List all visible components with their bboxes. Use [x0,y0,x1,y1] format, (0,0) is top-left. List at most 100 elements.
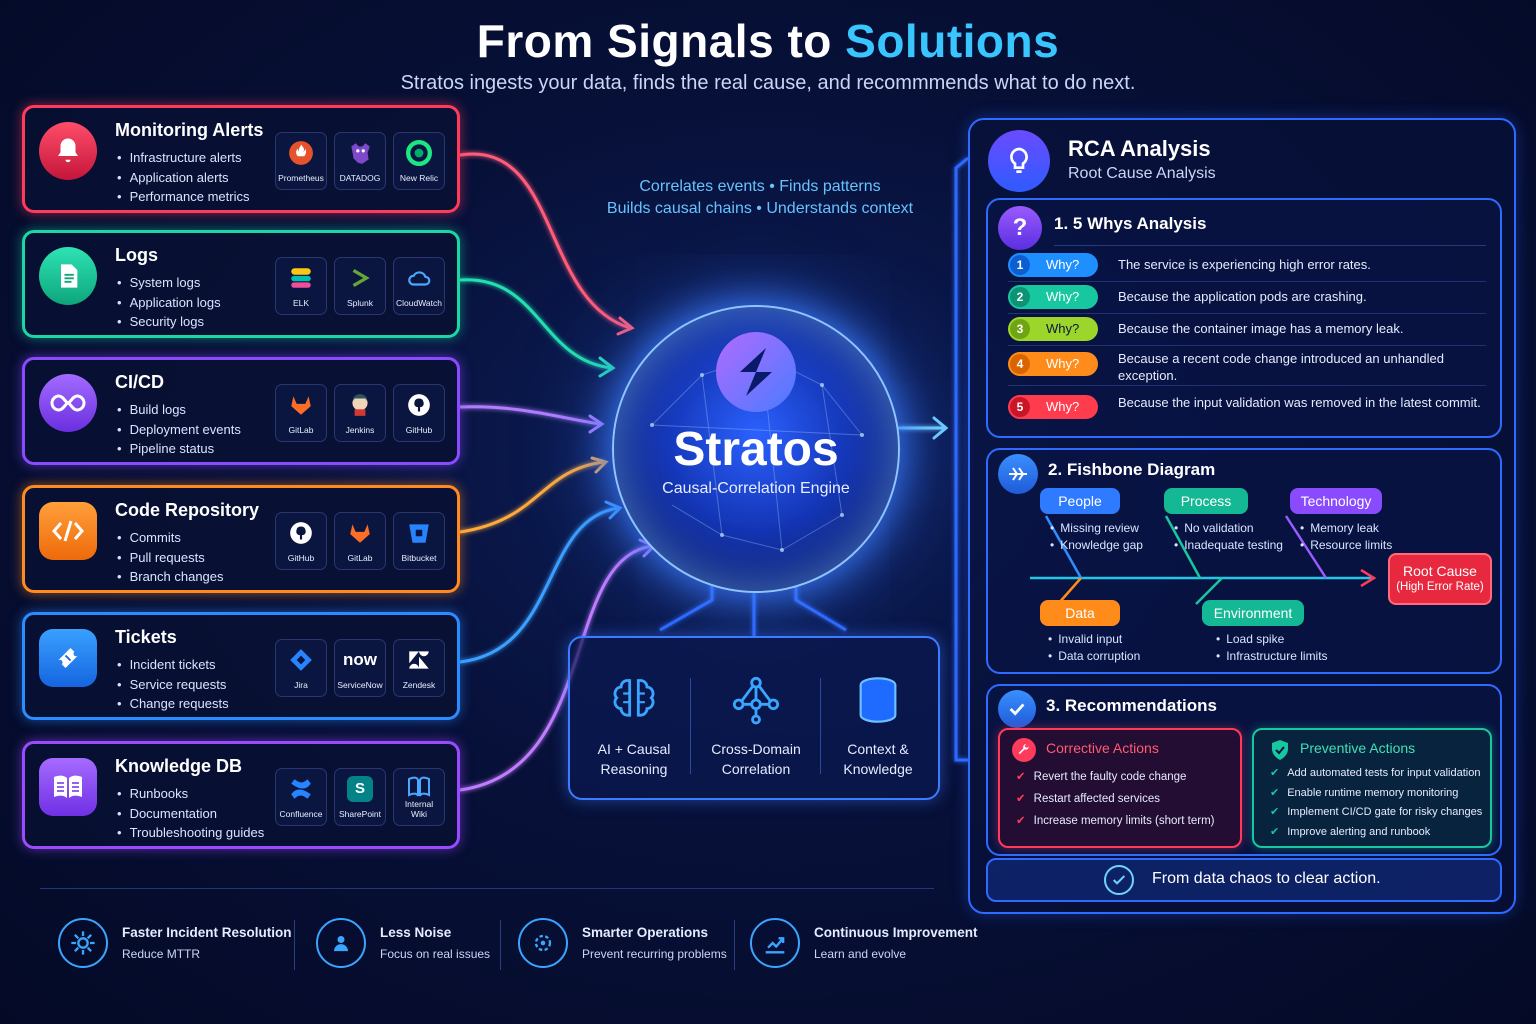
arrow-monitoring [459,152,631,330]
list-item: ✔ Add automated tests for input validatio… [1270,764,1482,784]
list-item: ✔Revert the faulty code change [1016,766,1214,788]
tool-label: Internal Wiki [404,799,434,819]
preventive-actions-card: Preventive Actions ✔Add automated tests … [1252,728,1492,848]
arrow-code [459,460,605,534]
corrective-actions-card: Corrective Actions ✔Revert the faulty co… [998,728,1242,848]
network-icon [732,676,780,725]
benefit-subtitle: Reduce MTTR [122,947,201,961]
tool-jenkins[interactable]: Jenkins [334,384,386,442]
confluence-icon [291,779,311,799]
benefit-subtitle: Learn and evolve [814,947,907,961]
tool-cloudwatch[interactable]: CloudWatch [393,257,445,315]
fishbone-technology: Technology [1290,488,1382,514]
engine-subtitle: Causal-Correlation Engine [662,480,850,497]
list-item: Application alerts [117,168,249,188]
tool-gitlab[interactable]: GitLab [275,384,327,442]
tool-gitlab[interactable]: GitLab [334,512,386,570]
tool-newrelic[interactable]: New Relic [393,132,445,190]
source-card-logs[interactable]: Logs System logs Application logs Securi… [22,230,460,338]
tool-label: Zendesk [402,680,436,690]
github-icon [408,394,430,416]
capability-context: Context &Knowledge [816,674,940,779]
source-items: Runbooks Documentation Troubleshooting g… [117,784,265,843]
source-card-code[interactable]: Code Repository Commits Pull requests Br… [22,485,460,593]
benefit-title: Smarter Operations [582,925,709,940]
source-card-tickets[interactable]: Tickets Incident tickets Service request… [22,612,460,720]
source-card-cicd[interactable]: CI/CD Build logs Deployment events Pipel… [22,357,460,465]
wrench-icon [1012,738,1036,762]
why-label: Why? [1046,257,1080,272]
tool-confluence[interactable]: Confluence [275,768,327,826]
tool-label: ELK [292,298,310,308]
list-item: Performance metrics [117,187,250,207]
tool-bitbucket[interactable]: Bitbucket [393,512,445,570]
whys-title: 1. 5 Whys Analysis [1054,214,1207,233]
tool-datadog[interactable]: DATADOG [334,132,386,190]
list-item: Branch changes [117,567,224,587]
source-items: Incident tickets Service requests Change… [117,655,229,714]
check-circle-icon [998,690,1036,728]
engine-name: Stratos [673,423,839,476]
question-icon: ? [998,206,1042,250]
list-item: ✔Enable runtime memory monitoring [1270,784,1482,804]
tool-zendesk[interactable]: Zendesk [393,639,445,697]
page-subtitle: Stratos ingests your data, finds the rea… [400,72,1136,94]
tool-label: Splunk [347,298,373,308]
tool-label: GitLab [347,553,373,563]
fishbone-technology-list: Memory leak Resource limits [1300,520,1392,553]
root-cause-detail: (High Error Rate) [1396,581,1484,593]
tool-jira[interactable]: Jira [275,639,327,697]
infinity-icon [39,374,97,432]
check-icon: ✔ [1270,767,1280,779]
list-item: Commits [117,528,224,548]
source-card-knowledge[interactable]: Knowledge DB Runbooks Documentation Trou… [22,741,460,849]
corrective-list: ✔Revert the faulty code change ✔Restart … [1016,766,1214,832]
list-item: Deployment events [117,420,241,440]
document-icon [39,247,97,305]
tool-github[interactable]: GitHub [275,512,327,570]
action-text: Add automated tests for input validation [1287,767,1481,779]
action-text: Improve alerting and runbook [1287,825,1431,838]
tool-prometheus[interactable]: Prometheus [275,132,327,190]
engine-tagline: Correlates events • Finds patterns Build… [580,176,940,220]
list-item: Load spike [1216,631,1328,648]
fishbone-environment-list: Load spike Infrastructure limits [1216,631,1328,665]
benefit-title: Continuous Improvement [814,925,978,940]
list-item: Data corruption [1048,648,1140,665]
list-item: Build logs [117,400,241,420]
list-item: Inadequate testing [1174,537,1283,554]
tool-elk[interactable]: ELK [275,257,327,315]
tool-label: SharePoint [338,809,382,819]
action-text: Enable runtime memory monitoring [1287,786,1459,799]
capability-label: Reasoning [600,761,668,777]
recommendations-title: 3. Recommendations [1046,696,1217,715]
divider [294,920,295,970]
tool-label: CloudWatch [396,298,442,308]
list-item: Infrastructure limits [1216,648,1327,665]
tool-splunk[interactable]: Splunk [334,257,386,315]
source-title: Monitoring Alerts [115,120,264,140]
why-text: Because the input validation was removed… [1118,395,1481,410]
arrow-logs [459,278,613,370]
tagline-line: Correlates events • Finds patterns [639,178,881,195]
jira-icon [290,649,312,671]
divider [1054,245,1486,246]
why-text: Because the application pods are crashin… [1118,289,1367,304]
servicenow-icon: now [343,650,377,669]
list-item: Invalid input [1048,631,1140,648]
source-card-monitoring[interactable]: Monitoring Alerts Infrastructure alerts … [22,105,460,213]
action-text: Revert the faulty code change [1033,771,1187,783]
tool-github[interactable]: GitHub [393,384,445,442]
tool-internal-wiki[interactable]: Internal Wiki [393,768,445,826]
